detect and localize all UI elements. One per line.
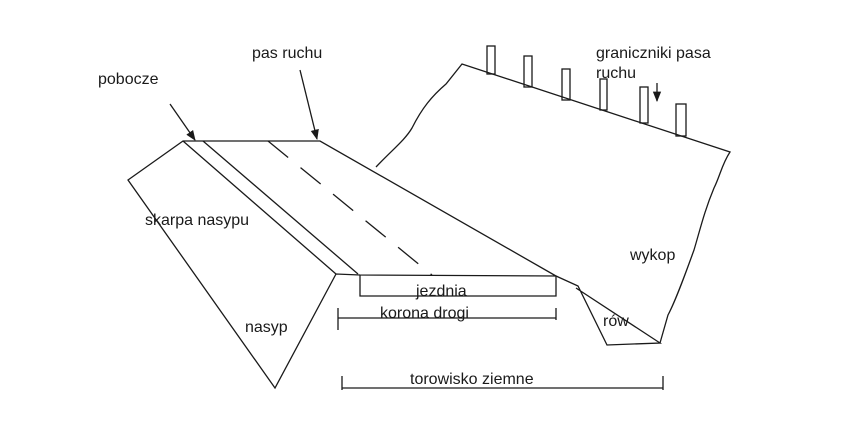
lane-marker-post xyxy=(675,103,687,137)
label-pas-ruchu: pas ruchu xyxy=(252,45,322,62)
lane-marker-post xyxy=(599,78,608,111)
label-pobocze: pobocze xyxy=(98,71,159,88)
label-wykop: wykop xyxy=(629,247,675,264)
pas-ruchu-arrow xyxy=(299,69,319,141)
torowisko-ziemne-bracket xyxy=(341,376,664,390)
lane-marker-post xyxy=(523,55,533,88)
label-torowisko-ziemne: torowisko ziemne xyxy=(410,371,534,388)
embankment-outline xyxy=(127,140,559,390)
label-graniczniki-line2: ruchu xyxy=(596,65,636,82)
label-row: rów xyxy=(603,313,629,330)
label-jezdnia: jezdnia xyxy=(415,283,467,300)
label-korona-drogi: korona drogi xyxy=(380,305,469,322)
shoulder-edge-line xyxy=(182,140,337,275)
cut-terrain-outline xyxy=(375,63,732,344)
ditch-outline xyxy=(555,275,663,346)
lane-marker-posts xyxy=(486,45,687,137)
lane-marker-post xyxy=(561,68,571,101)
shoulder-inner-line xyxy=(202,140,359,275)
label-skarpa-nasypu: skarpa nasypu xyxy=(145,212,249,229)
lane-divider-dashed xyxy=(267,140,433,276)
label-nasyp: nasyp xyxy=(245,319,288,336)
label-graniczniki-line1: graniczniki pasa xyxy=(596,45,711,62)
korona-drogi-bracket xyxy=(337,308,557,330)
roadway-box xyxy=(359,275,557,297)
lane-marker-post xyxy=(486,45,496,75)
pobocze-arrow xyxy=(169,103,196,141)
lane-marker-post xyxy=(639,86,649,124)
